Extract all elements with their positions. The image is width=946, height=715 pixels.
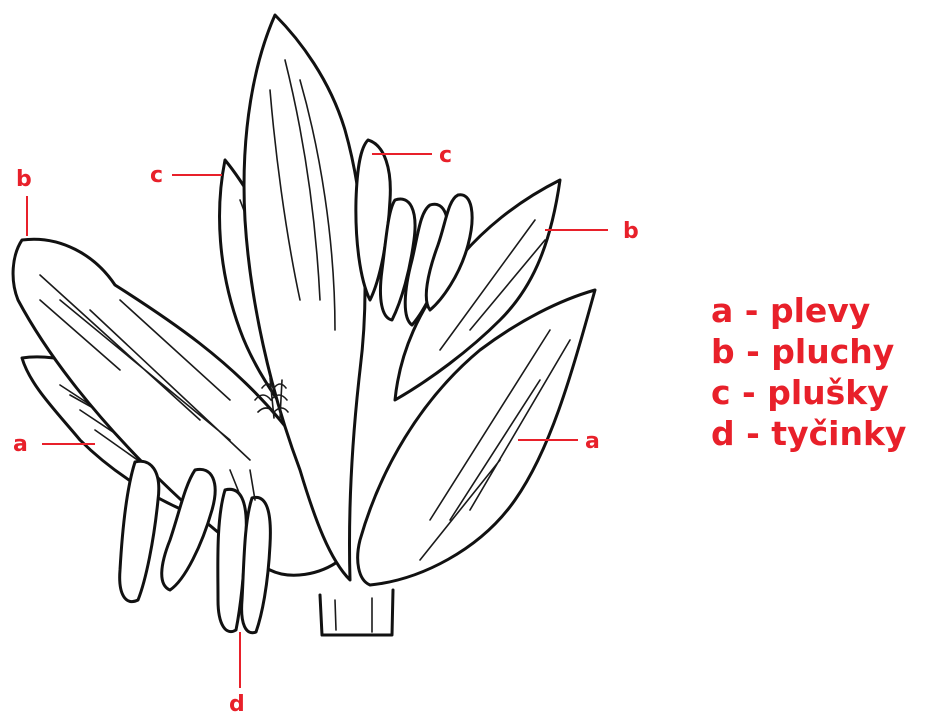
callout-c-left: c [150,163,163,188]
callout-b-left: b [16,167,32,192]
callout-a-left: a [13,432,28,457]
legend-item-c: c - plušky [711,372,906,413]
callout-d-bottom: d [229,692,245,715]
legend: a - plevy b - pluchy c - plušky d - tyči… [711,290,906,454]
callout-b-right: b [623,219,639,244]
legend-item-d: d - tyčinky [711,413,906,454]
callout-c-top: c [439,143,452,168]
callout-a-right: a [585,429,600,454]
spikelet-drawing [13,15,595,635]
legend-item-b: b - pluchy [711,331,906,372]
legend-item-a: a - plevy [711,290,906,331]
